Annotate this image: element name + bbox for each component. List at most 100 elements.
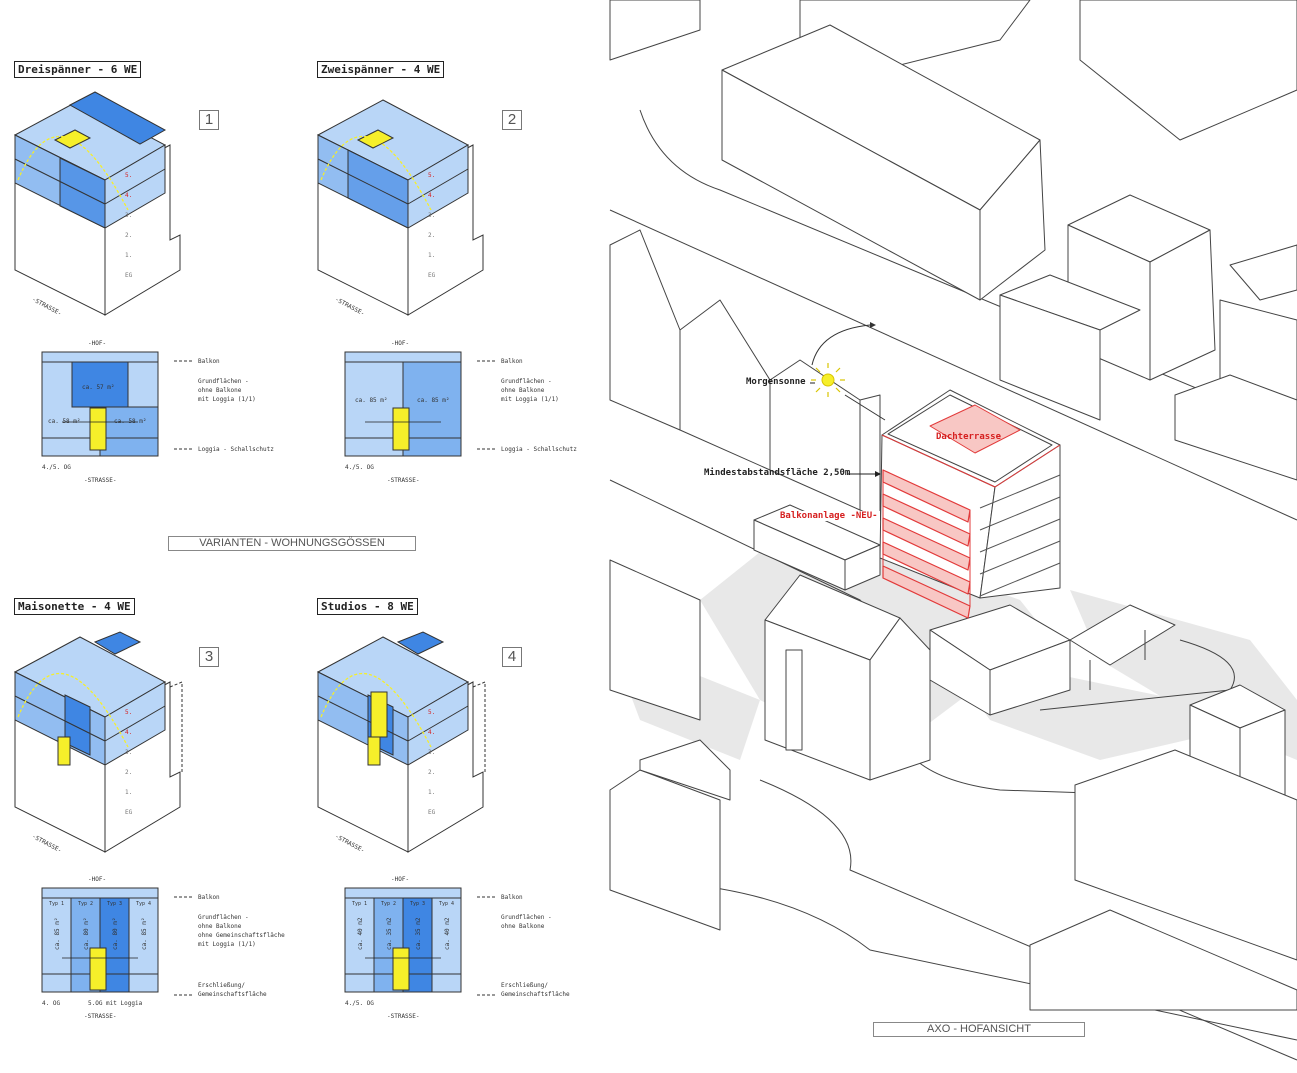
iso-building (13, 91, 181, 316)
legend-dashes (174, 360, 192, 450)
block-right-c-top (1229, 244, 1297, 301)
hof-label: -HOF- (391, 876, 410, 883)
plan-floor-label: 4./5. OG (42, 464, 71, 471)
dark-unit (64, 694, 91, 756)
row-house-4 (859, 394, 881, 521)
building-top-1 (609, 0, 701, 61)
label-abstand: Mindestabstandsfläche 2,50m (704, 468, 851, 478)
plan-floor-label: 4./5. OG (345, 464, 374, 471)
stair-core (57, 736, 71, 766)
legend-item: Balkon (501, 894, 523, 901)
house-lower-2-side (869, 617, 931, 781)
floor-label: 2. (428, 232, 436, 239)
floor-label: 5. (428, 709, 436, 716)
floor-label: EG (125, 272, 133, 279)
variant-number: 4 (502, 647, 522, 667)
plan-type-column (128, 897, 159, 993)
balcony-outline (169, 681, 183, 772)
plan-area-label: ca. 85 m² (355, 397, 388, 404)
plan-type-label: Typ 1 (352, 901, 368, 907)
plan-floor-label-2: 5.OG mit Loggia (88, 1000, 143, 1007)
floor-label: 4. (428, 729, 436, 736)
hof-label: -HOF- (88, 340, 107, 347)
floor-label: 2. (125, 232, 133, 239)
plan-type-column (431, 897, 462, 993)
legend-dashes (477, 360, 495, 450)
floor-label: 5. (125, 709, 133, 716)
plan-type-label: Typ 2 (381, 901, 397, 907)
sun-icon (811, 363, 845, 397)
floor-label: 1. (428, 252, 436, 259)
plan-type-label: Typ 3 (410, 901, 426, 907)
iso-building (13, 631, 183, 853)
roof-edge-red (881, 434, 1061, 488)
variant-number: 2 (502, 110, 522, 130)
sun-path (17, 673, 129, 748)
block-right-d (1174, 374, 1297, 481)
sun-path (320, 673, 432, 748)
dark-unit (68, 91, 167, 145)
variant-title: Zweispänner - 4 WE (317, 61, 445, 78)
floor-label: 1. (125, 252, 133, 259)
plan-type-label: Typ 1 (49, 901, 65, 907)
block-right-b-front (999, 294, 1101, 421)
floor-label: 3. (428, 212, 436, 219)
floor-label: 3. (125, 749, 133, 756)
legend-item: Balkon (198, 894, 220, 901)
sun-path (17, 136, 129, 211)
house-bottom-left-2 (639, 739, 731, 801)
plan-type-column (41, 897, 72, 993)
variant-title: Maisonette - 4 WE (14, 598, 135, 615)
floor-label: 1. (428, 789, 436, 796)
legend-item: Grundflächen - ohne Balkone ohne Gemeins… (198, 914, 285, 948)
plan-stair-core (89, 947, 107, 991)
plan-area-label: ca. 85 m² (417, 397, 450, 404)
floor-label: 3. (125, 212, 133, 219)
plan-area-label: ca. 57 m² (82, 384, 115, 391)
unit-right (99, 406, 159, 457)
floor-plan (41, 351, 159, 457)
plan-floor-label: 4. OG (42, 1000, 61, 1007)
iso-building (316, 631, 486, 853)
label-morgensonne: Morgensonne (746, 377, 806, 387)
plan-type-label: Typ 3 (107, 901, 123, 907)
main-tower (879, 389, 1061, 619)
floor-label: EG (125, 809, 133, 816)
balcony-frames (882, 470, 971, 606)
road-edge-top2 (609, 209, 1297, 521)
house-lower-1 (609, 559, 701, 721)
block-bottom-b (1074, 749, 1297, 961)
house-large-gable (979, 139, 1046, 301)
stair-core (53, 129, 92, 149)
plan-street-label: -STRASSE- (387, 1013, 420, 1020)
variants-caption: VARIANTEN - WOHNUNGSGÖSSEN (168, 536, 416, 551)
stair-core-upper (370, 691, 388, 738)
plan-type-label: Typ 4 (136, 901, 152, 907)
floor-label: 4. (428, 192, 436, 199)
plan-type-column (344, 897, 375, 993)
legend-item: Erschließung/ Gemeinschaftsfläche (198, 982, 267, 998)
label-balkonanlage: Balkonanlage -NEU- (778, 511, 880, 521)
canopy (1069, 604, 1176, 666)
unit-right (402, 361, 462, 457)
low-bar-side (844, 544, 881, 591)
floor-label: 5. (428, 172, 436, 179)
floor-label: 3. (428, 749, 436, 756)
legend-item: Loggia - Schallschutz (198, 446, 274, 453)
variant-number: 1 (199, 110, 219, 130)
variant-title: Studios - 8 WE (317, 598, 418, 615)
balcony-outline (472, 681, 486, 772)
plan-area-label: ca. 58 m² (48, 418, 81, 425)
variant-number: 3 (199, 647, 219, 667)
legend-dashes (174, 896, 192, 996)
floor-label: 4. (125, 729, 133, 736)
legend-item: Erschließung/ Gemeinschaftsfläche (501, 982, 570, 998)
plan-stair-core (89, 407, 107, 451)
tower-side-floors (979, 474, 1061, 597)
legend-item: Balkon (198, 358, 220, 365)
plan-area-label: ca. 58 m² (114, 418, 147, 425)
